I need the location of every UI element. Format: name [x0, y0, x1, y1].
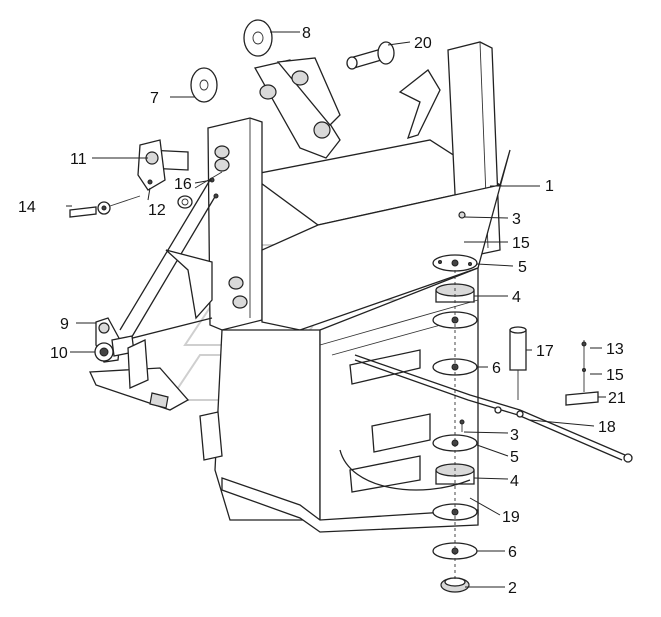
callout-8: 8: [302, 25, 311, 42]
callout-6-lower: 6: [508, 544, 517, 561]
callout-16: 16: [174, 176, 192, 193]
front-frame-body: [89, 41, 511, 533]
callout-9: 9: [60, 316, 69, 333]
leader-lines: [66, 31, 606, 588]
bolt-14-part: [69, 206, 97, 218]
callout-21: 21: [608, 390, 626, 407]
washer-8-part: [243, 19, 273, 57]
callout-5-lower: 5: [510, 449, 519, 466]
callout-12: 12: [148, 202, 166, 219]
callout-3-lower: 3: [510, 427, 519, 444]
callout-4-lower: 4: [510, 473, 519, 490]
callout-11: 11: [70, 151, 87, 168]
callout-7: 7: [150, 90, 159, 107]
callout-13: 13: [606, 341, 624, 358]
callout-2: 2: [508, 580, 517, 597]
callout-14: 14: [18, 199, 36, 216]
callout-17: 17: [536, 343, 554, 360]
callout-10: 10: [50, 345, 68, 362]
bracket-21-part: [565, 391, 599, 406]
callout-19: 19: [502, 509, 520, 526]
callout-18: 18: [598, 419, 616, 436]
callout-labels: 1 2 3 3 4 4 5 5 6 6 7 8 9 10 11 12 13 14…: [18, 25, 626, 597]
callout-4-upper: 4: [512, 289, 521, 306]
lubrication-parts: [339, 326, 633, 491]
callout-15-upper: 15: [512, 235, 530, 252]
sleeve-17-part: [509, 329, 527, 371]
upper-link-parts: [190, 19, 395, 159]
callout-15-lower: 15: [606, 367, 624, 384]
callout-3-upper: 3: [512, 211, 521, 228]
callout-5-upper: 5: [518, 259, 527, 276]
callout-1: 1: [545, 178, 554, 195]
hose-19-part: [339, 449, 471, 491]
left-pivot-group: [94, 317, 149, 389]
bushing-16-part: [177, 195, 193, 209]
callout-6-upper: 6: [492, 360, 501, 377]
king-pin-stack: [432, 254, 478, 593]
left-pin-group: [69, 139, 223, 218]
callout-20: 20: [414, 35, 432, 52]
washer-7-part: [190, 67, 218, 103]
